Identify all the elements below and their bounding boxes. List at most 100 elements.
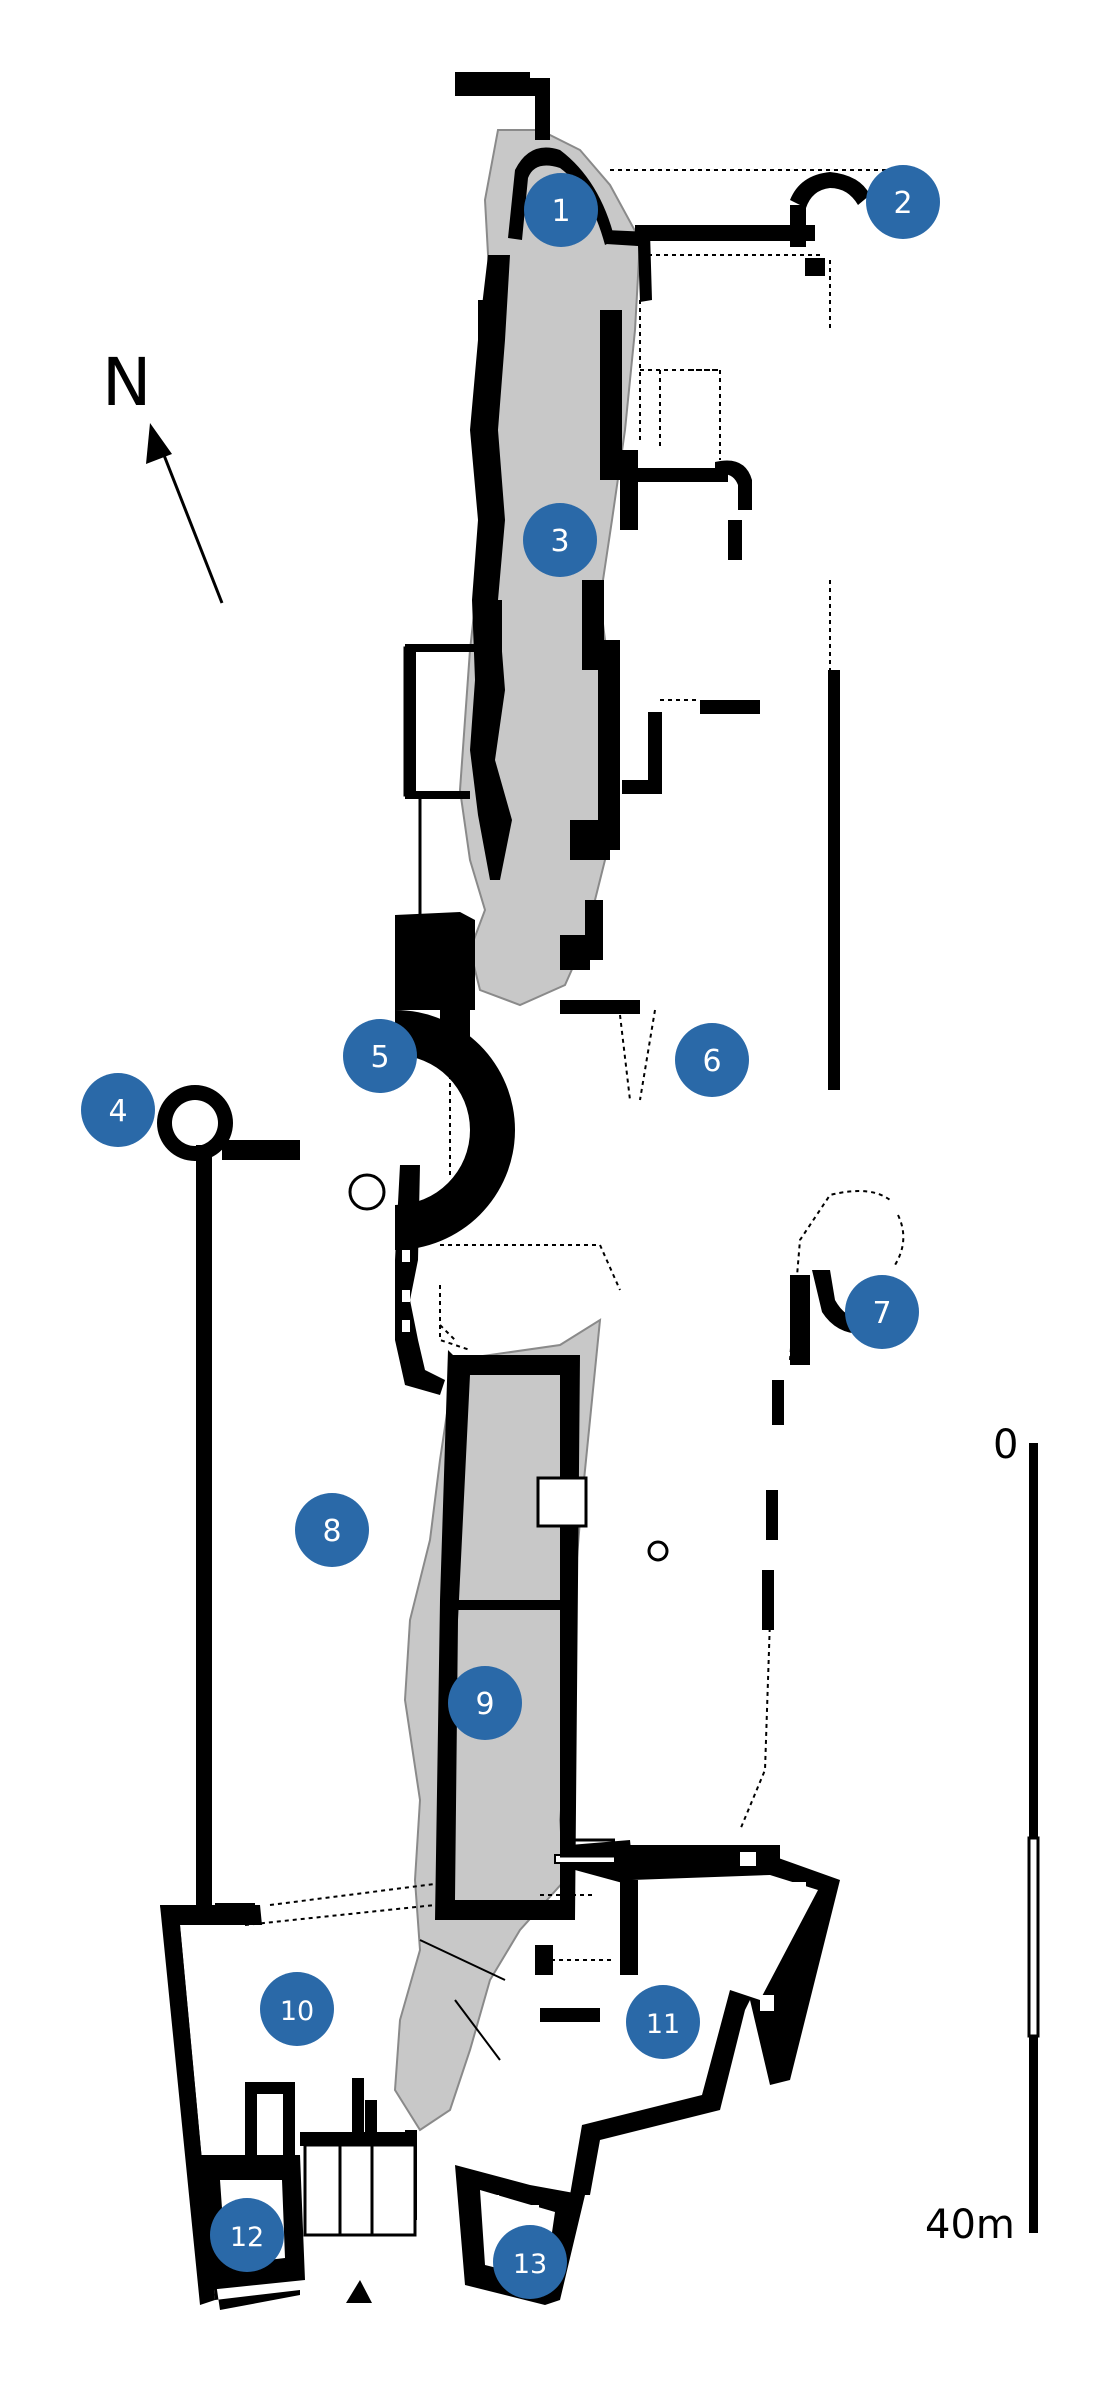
well-circle-small (647, 1540, 669, 1562)
scale-end-label: 40m (925, 2202, 1015, 2248)
marker-label: 5 (370, 1040, 389, 1075)
marker-12: 12 (210, 2198, 284, 2272)
marker-circle (866, 165, 940, 239)
upper-ward-west-wall (470, 255, 512, 880)
north-ward-wall-east (605, 230, 652, 302)
marker-5: 5 (343, 1019, 417, 1093)
wall-4-5 (222, 1140, 300, 1160)
north-label: N (102, 344, 151, 421)
room-11-west-wall (620, 1880, 638, 1975)
keep-9-cross-wall (456, 1600, 562, 1610)
upper-ward-east-wall-e (570, 820, 610, 860)
tower-2-wall (790, 172, 870, 208)
upper-ward-east-wall-g (560, 935, 590, 970)
interior-wall-a (245, 2082, 295, 2094)
upper-ward-east-wall-b (620, 450, 638, 530)
marker-label: 11 (646, 2009, 680, 2040)
tower-7-stub (790, 1275, 810, 1365)
marker-circle (845, 1275, 919, 1349)
east-building-wall-a (638, 468, 728, 482)
room-11-openings (740, 1852, 806, 2011)
marker-8: 8 (295, 1493, 369, 1567)
marker-label: 2 (893, 186, 912, 221)
marker-circle (81, 1073, 155, 1147)
marker-13: 13 (493, 2225, 567, 2299)
keep-square (536, 1476, 588, 1528)
marker-circle (626, 1985, 700, 2059)
upper-ward-west-stub (480, 600, 502, 670)
marker-label: 1 (551, 194, 570, 229)
gate-steps (303, 2143, 417, 2237)
tower-5-east-stub (440, 1005, 470, 1065)
east-building-wall-b (715, 460, 752, 510)
marker-4: 4 (81, 1073, 155, 1147)
marker-circle (448, 1666, 522, 1740)
east-wall-fragment-c (762, 1570, 774, 1630)
marker-label: 10 (280, 1996, 314, 2027)
tower-5-embrasures (270, 1000, 354, 1232)
marker-circle (260, 1972, 334, 2046)
south-wall-north (215, 1903, 255, 1923)
south-ward-west-wall (160, 1905, 215, 2305)
marker-10: 10 (260, 1972, 334, 2046)
east-wall-fragment-a (772, 1380, 784, 1425)
marker-label: 3 (550, 524, 569, 559)
thin-outlines (303, 644, 669, 2237)
marker-label: 6 (702, 1044, 721, 1079)
room-11-top-wall (630, 1845, 780, 1865)
tower-5-east-wall (395, 912, 475, 1010)
marker-11: 11 (626, 1985, 700, 2059)
marker-label: 12 (230, 2222, 264, 2253)
interior-wall-b (245, 2082, 257, 2162)
upper-ward-west-buttress (478, 300, 498, 380)
north-arrow: N (102, 344, 224, 604)
upper-ward-east-wall-d (598, 640, 620, 850)
interior-wall-d (352, 2078, 364, 2138)
room-11-walls (570, 1840, 840, 2195)
east-building-wall-e (648, 712, 662, 782)
south-west-connector (395, 1165, 445, 1395)
east-building-wall-f (622, 780, 662, 794)
west-curtain-wall (196, 1145, 212, 1920)
north-gate-wall (455, 72, 550, 140)
marker-1: 1 (524, 173, 598, 247)
marker-2: 2 (866, 165, 940, 239)
interior-wall-c (283, 2082, 295, 2162)
marker-3: 3 (523, 503, 597, 577)
marker-circle (523, 503, 597, 577)
scale-bar: 0 40m (925, 1422, 1040, 2248)
upper-ward-east-wall-a (600, 310, 622, 480)
marker-7: 7 (845, 1275, 919, 1349)
marker-circle (343, 1019, 417, 1093)
east-curtain-wall (828, 670, 840, 1090)
marker-label: 13 (513, 2249, 547, 2280)
marker-circle (210, 2198, 284, 2272)
marker-label: 4 (108, 1094, 127, 1129)
tower-2-wall-foot (805, 258, 825, 276)
east-building-wall-d (700, 700, 760, 714)
well-circle (348, 1173, 386, 1211)
east-wall-fragment-b (766, 1490, 778, 1540)
entrance-arrow (346, 2280, 372, 2303)
marker-circle (524, 173, 598, 247)
room-11-inner-wall (540, 2008, 600, 2022)
marker-circle (675, 1023, 749, 1097)
marker-9: 9 (448, 1666, 522, 1740)
marker-label: 7 (872, 1296, 891, 1331)
marker-6: 6 (675, 1023, 749, 1097)
connector-openings (402, 1250, 410, 1332)
room-13-openings (487, 2195, 539, 2239)
marker-label: 9 (475, 1687, 494, 1722)
scale-zero-label: 0 (993, 1422, 1018, 1468)
marker-circle (493, 2225, 567, 2299)
wall-5-6 (560, 1000, 640, 1014)
walls (157, 72, 900, 2310)
wall-to-tower-2 (635, 225, 815, 241)
marker-label: 8 (322, 1514, 341, 1549)
tower-4-ring (157, 1085, 233, 1161)
marker-circle (295, 1493, 369, 1567)
tower-2-wall-stub (790, 205, 806, 247)
east-building-wall-c (728, 520, 742, 560)
